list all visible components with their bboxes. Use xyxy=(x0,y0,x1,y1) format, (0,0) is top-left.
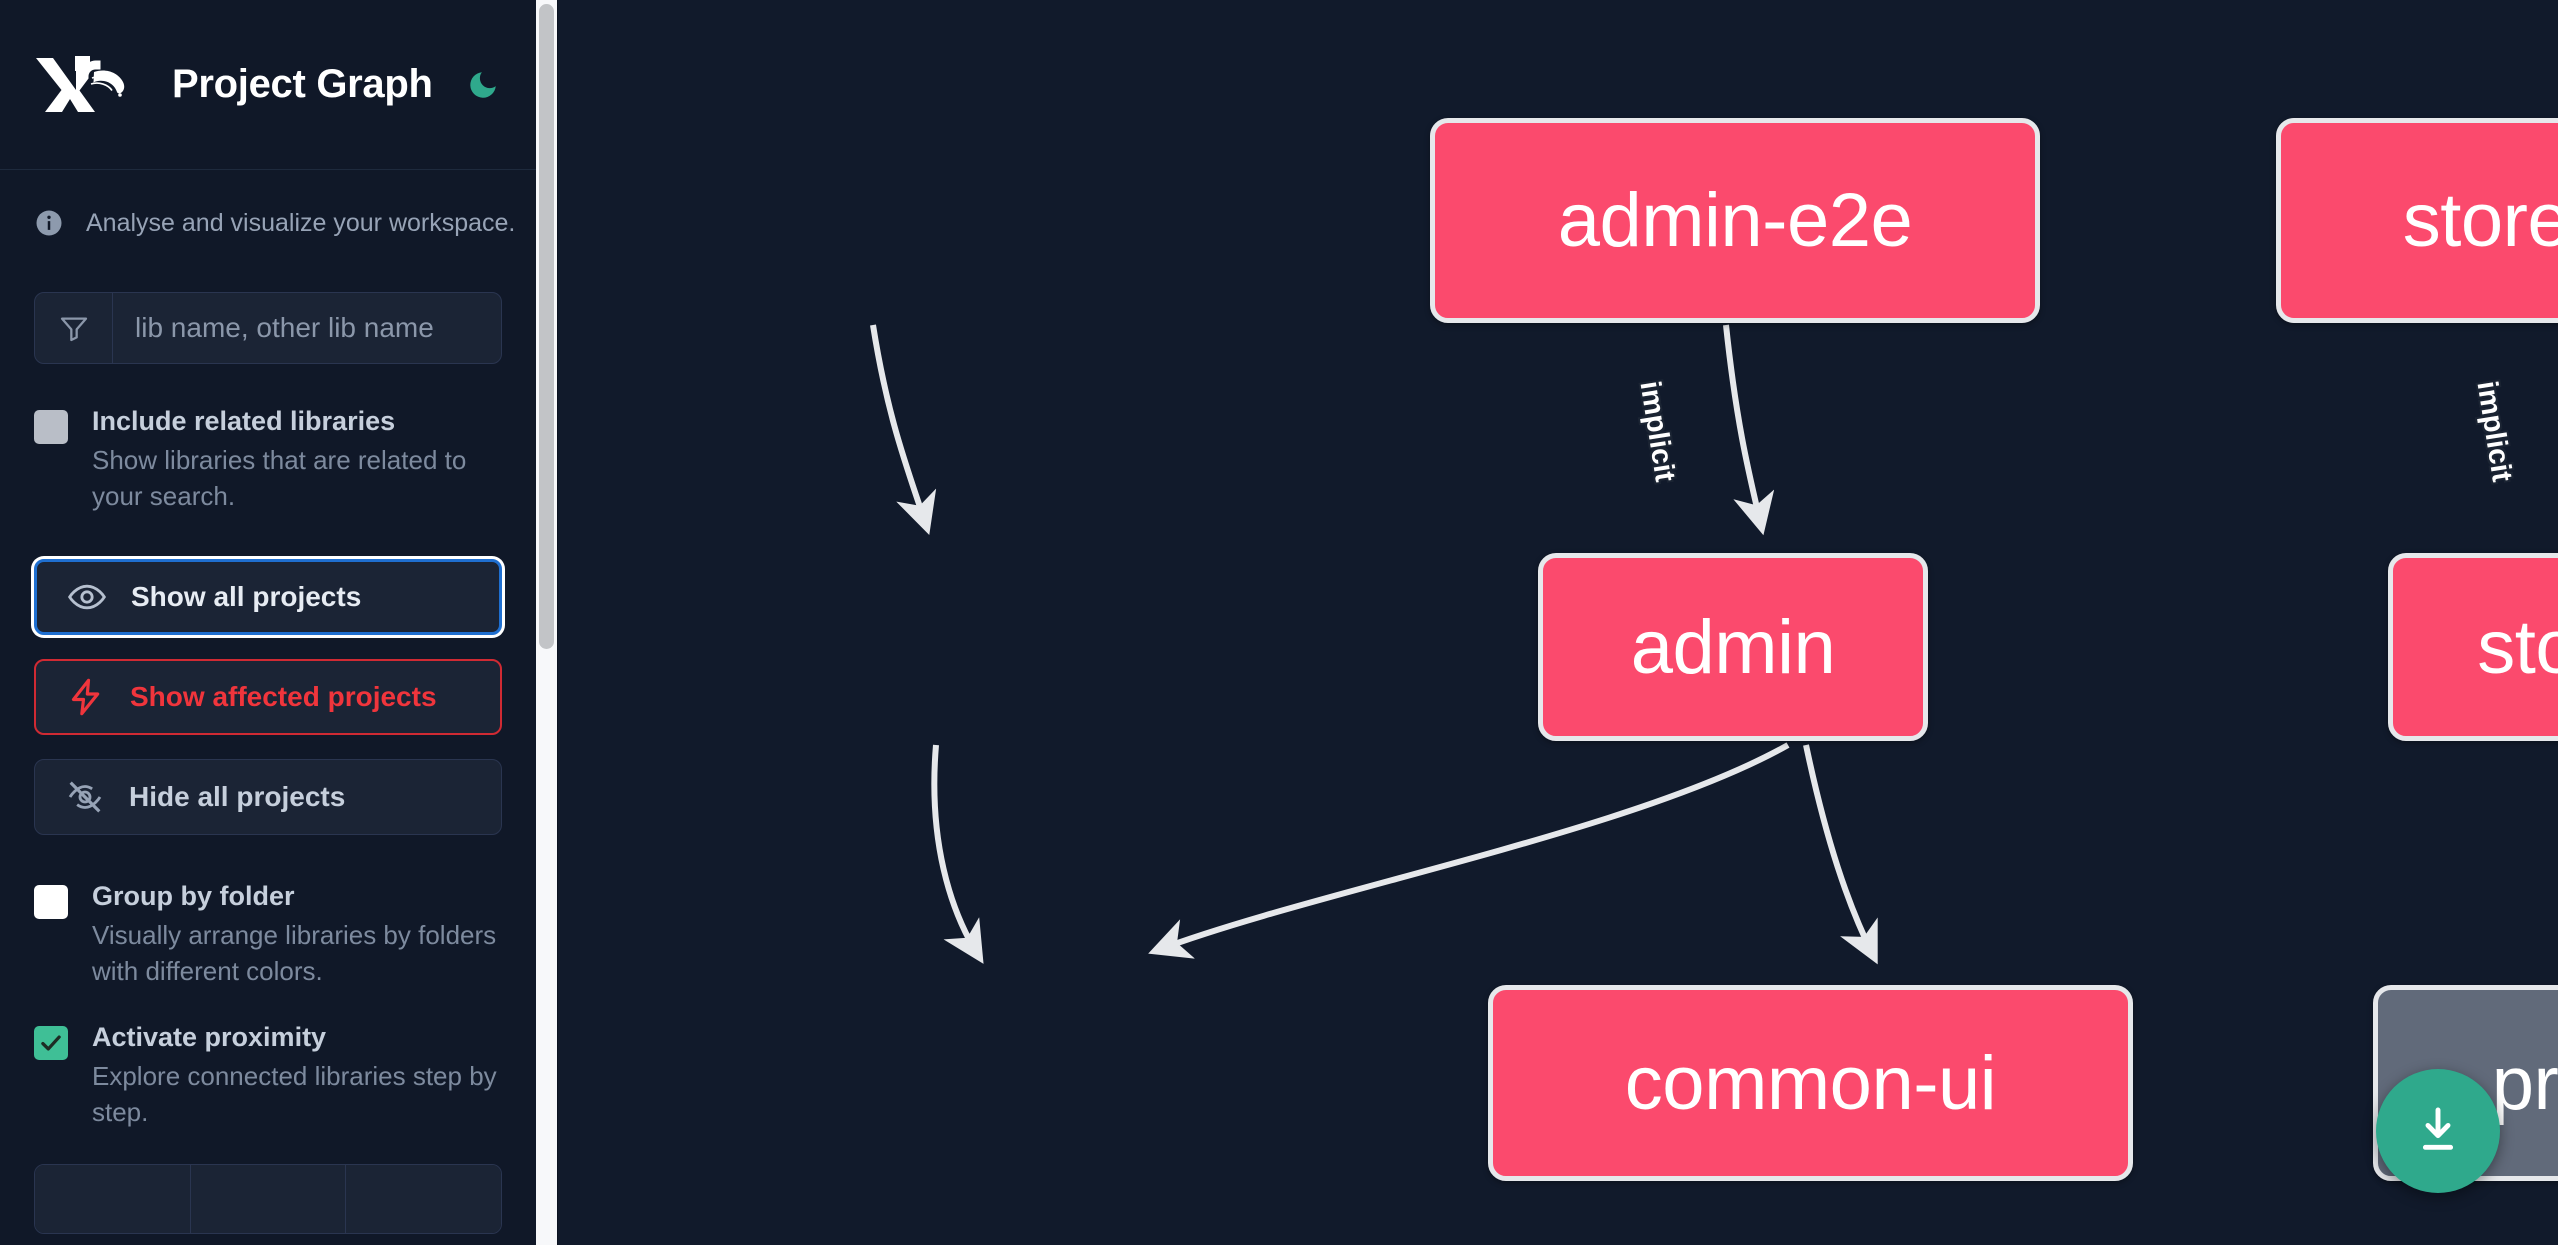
proximity-step-segment[interactable] xyxy=(346,1165,501,1234)
group-by-folder-checkbox[interactable] xyxy=(34,884,68,919)
activate-proximity-checkbox[interactable] xyxy=(34,1025,68,1060)
graph-node-label: products xyxy=(2491,1040,2558,1126)
search-field-wrapper[interactable] xyxy=(34,292,502,364)
graph-node-label: store xyxy=(2477,604,2558,690)
lightning-bolt-icon xyxy=(66,677,106,717)
moon-icon[interactable] xyxy=(465,62,502,108)
info-circle-icon xyxy=(34,208,64,238)
checkbox-row-group-by-folder[interactable]: Group by folder Visually arrange librari… xyxy=(0,835,536,990)
graph-node-label: store-e2e xyxy=(2402,178,2558,263)
workspace-info: Analyse and visualize your workspace. xyxy=(0,170,536,238)
edge-store-e2e-to-store xyxy=(1723,324,1775,536)
nx-logo-icon xyxy=(34,54,132,116)
proximity-step-button-group[interactable] xyxy=(34,1164,502,1235)
proximity-step-segment[interactable] xyxy=(190,1165,347,1234)
group-by-folder-label: Group by folder xyxy=(92,880,295,911)
hide-all-projects-button[interactable]: Hide all projects xyxy=(34,758,502,835)
graph-canvas[interactable]: admin-e2e store-e2e admin store common-u… xyxy=(558,0,2558,1245)
download-icon xyxy=(2422,1107,2454,1150)
include-related-libraries-label: Include related libraries xyxy=(92,406,396,436)
page-title: Project Graph xyxy=(172,62,433,106)
graph-node-store[interactable]: store xyxy=(2388,553,2558,741)
eye-off-icon xyxy=(65,777,105,817)
graph-node-admin-e2e[interactable]: admin-e2e xyxy=(1430,118,2040,323)
activate-proximity-label: Activate proximity xyxy=(92,1021,327,1052)
proximity-step-segment[interactable] xyxy=(35,1165,191,1234)
include-related-libraries-checkbox[interactable] xyxy=(34,410,68,444)
eye-icon xyxy=(67,577,107,617)
graph-edges xyxy=(870,324,1878,965)
show-affected-projects-label: Show affected projects xyxy=(130,680,437,712)
edge-store-to-common-ui xyxy=(1148,742,1790,959)
hide-all-projects-label: Hide all projects xyxy=(129,780,346,812)
checkbox-row-include-related-libraries[interactable]: Include related libraries Show libraries… xyxy=(0,364,536,515)
graph-node-store-e2e[interactable]: store-e2e xyxy=(2276,118,2558,323)
edge-admin-to-common-ui xyxy=(931,744,984,964)
edge-admin-e2e-to-admin xyxy=(870,324,937,535)
checkbox-row-activate-proximity[interactable]: Activate proximity Explore connected lib… xyxy=(0,990,536,1131)
funnel-filter-icon xyxy=(35,293,113,363)
sidebar-scrollbar-track[interactable] xyxy=(536,0,558,1245)
edge-store-to-products xyxy=(1803,744,1878,965)
sidebar-scroll-area: Project Graph Analyse and visualize yo xyxy=(0,0,536,1245)
show-all-projects-label: Show all projects xyxy=(131,580,362,612)
graph-node-label: admin-e2e xyxy=(1557,178,1913,263)
search-input[interactable] xyxy=(113,293,501,363)
show-all-projects-button[interactable]: Show all projects xyxy=(34,558,502,635)
sidebar-scrollbar-thumb[interactable] xyxy=(539,4,554,649)
include-related-libraries-description: Show libraries that are related to your … xyxy=(92,445,467,511)
download-graph-button[interactable] xyxy=(2376,1069,2500,1193)
graph-node-label: admin xyxy=(1630,604,1836,690)
sidebar-header: Project Graph xyxy=(0,0,536,170)
workspace-info-text: Analyse and visualize your workspace. xyxy=(86,208,516,237)
show-affected-projects-button[interactable]: Show affected projects xyxy=(34,658,502,735)
graph-node-label: common-ui xyxy=(1624,1040,1997,1126)
sidebar: Project Graph Analyse and visualize yo xyxy=(0,0,558,1245)
activate-proximity-description: Explore connected libraries step by step… xyxy=(92,1060,497,1127)
graph-node-admin[interactable]: admin xyxy=(1538,553,1928,741)
group-by-folder-description: Visually arrange libraries by folders wi… xyxy=(92,919,497,986)
graph-node-common-ui[interactable]: common-ui xyxy=(1488,985,2133,1181)
